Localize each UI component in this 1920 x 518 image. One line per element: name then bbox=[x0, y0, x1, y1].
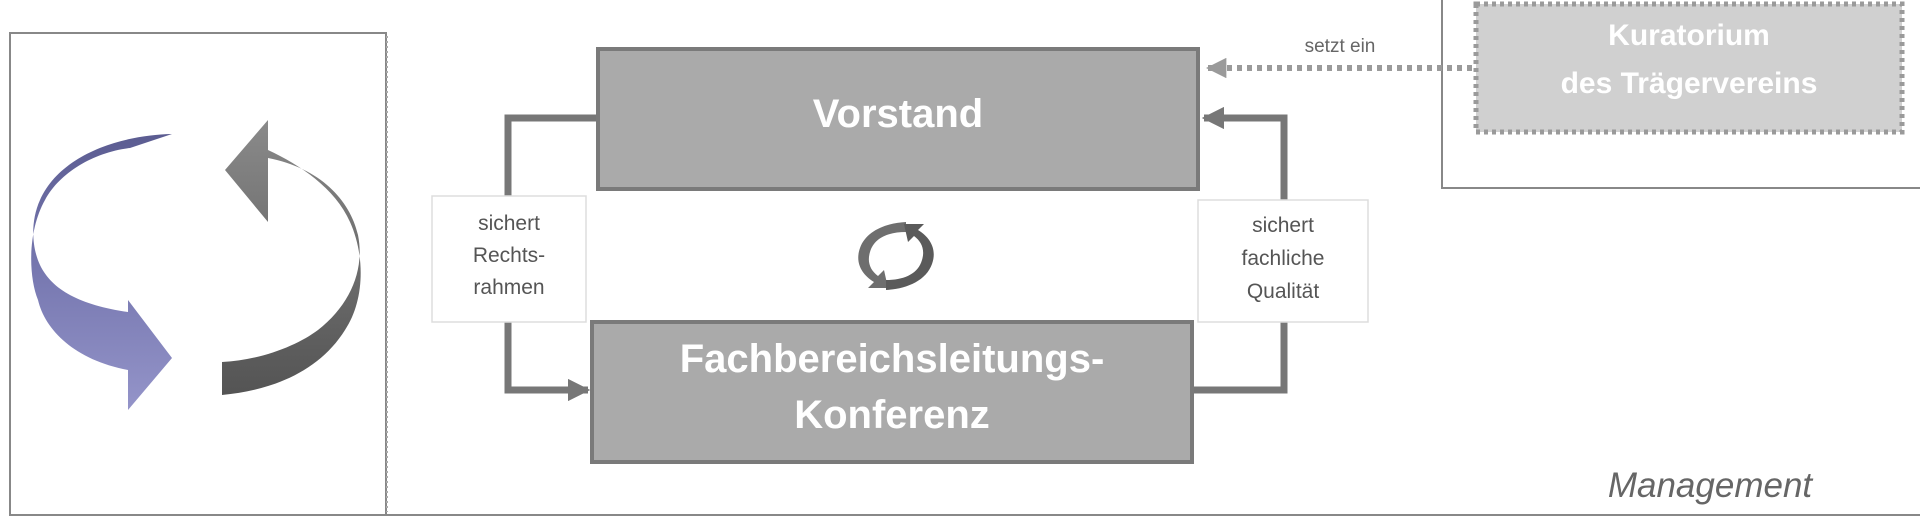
kuratorium-box bbox=[1473, 1, 1905, 135]
fbl-box bbox=[590, 320, 1194, 464]
left-label-line1: sichert bbox=[478, 212, 540, 235]
left-label-line3: rahmen bbox=[473, 276, 545, 299]
right-label-box bbox=[1197, 199, 1369, 323]
left-panel bbox=[9, 32, 387, 516]
kuratorium-label-line1: Kuratorium bbox=[1608, 19, 1770, 52]
fbl-label-line2: Konferenz bbox=[794, 393, 990, 437]
right-label-line3: Qualität bbox=[1246, 280, 1320, 303]
cycle-arrows-icon bbox=[31, 120, 361, 410]
kuratorium-panel bbox=[1441, 0, 1920, 189]
management-label: Management bbox=[1607, 466, 1813, 505]
vorstand-label: Vorstand bbox=[812, 92, 984, 136]
left-label-box bbox=[431, 195, 587, 323]
kuratorium-label-line2: des Trägervereins bbox=[1560, 67, 1818, 100]
vorstand-box bbox=[596, 47, 1200, 191]
fbl-label-line1: Fachbereichsleitungs- bbox=[679, 337, 1105, 381]
cycle-arrows-icon bbox=[858, 222, 934, 290]
left-label-line2: Rechts- bbox=[472, 244, 546, 267]
setzt-ein-label: setzt ein bbox=[1304, 36, 1376, 57]
right-label-line2: fachliche bbox=[1241, 247, 1325, 270]
right-label-line1: sichert bbox=[1252, 214, 1314, 237]
